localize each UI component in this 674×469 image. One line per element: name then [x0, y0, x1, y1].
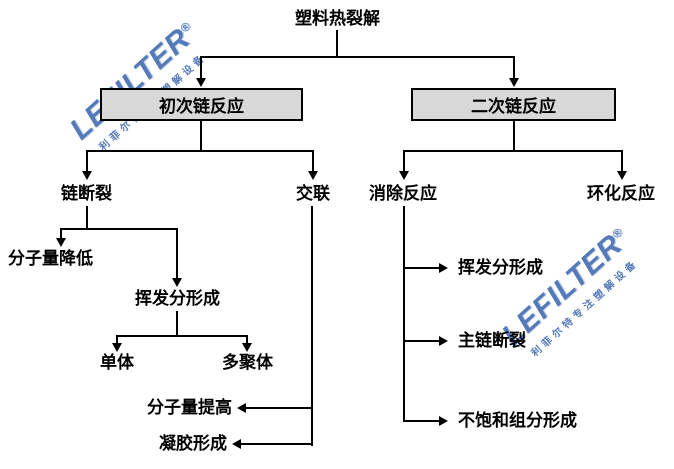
connector-chain-scission-split [60, 228, 178, 230]
connector-to-monomer [116, 335, 118, 345]
node-main-chain-scission: 主链断裂 [458, 331, 526, 350]
connector-to-main-chain-scission [403, 340, 439, 342]
connector-crosslinking-down [311, 206, 313, 446]
connector-to-oligomer [246, 335, 248, 345]
node-mw-decrease: 分子量降低 [8, 249, 93, 268]
arrowhead-volatile-formation [172, 278, 182, 287]
arrowhead-unsaturated [439, 416, 448, 426]
node-volatile-formation-right: 挥发分形成 [458, 258, 543, 277]
connector-to-chain-scission [86, 150, 88, 173]
connector-title-down [336, 30, 338, 56]
connector-to-secondary [513, 56, 515, 80]
connector-volatile-down [176, 311, 178, 335]
registered-trademark-icon: ® [177, 18, 195, 36]
node-cyclization: 环化反应 [587, 184, 655, 203]
arrowhead-oligomer [242, 343, 252, 352]
node-elimination: 消除反应 [369, 184, 437, 203]
connector-to-elimination [403, 150, 405, 173]
arrowhead-crosslinking [308, 171, 318, 180]
arrowhead-cyclization [617, 171, 627, 180]
connector-to-primary [200, 56, 202, 80]
connector-primary-split [86, 150, 314, 152]
node-crosslinking: 交联 [296, 184, 330, 203]
arrowhead-primary [196, 78, 206, 87]
arrowhead-elimination [399, 171, 409, 180]
connector-elimination-down [403, 206, 405, 422]
connector-to-crosslinking [312, 150, 314, 173]
node-chain-scission: 链断裂 [61, 184, 112, 203]
connector-chain-scission-down [86, 206, 88, 228]
node-mw-increase: 分子量提高 [147, 398, 232, 417]
connector-to-gel-formation [241, 443, 313, 445]
connector-to-volatile-formation [176, 228, 178, 280]
connector-to-mw-decrease [60, 228, 62, 240]
arrowhead-mw-increase [237, 403, 246, 413]
arrowhead-main-chain-scission [439, 336, 448, 346]
connector-top-split [200, 56, 515, 58]
connector-volatile-split [116, 335, 248, 337]
connector-to-mw-increase [246, 407, 313, 409]
node-oligomer: 多聚体 [222, 353, 273, 372]
node-primary-chain-reaction: 初次链反应 [100, 88, 303, 121]
connector-to-volatile-right [403, 267, 439, 269]
registered-trademark-icon: ® [609, 224, 627, 242]
watermark-right: LEFILTER® 利菲尔特专注塑解设备 [473, 201, 671, 386]
connector-to-cyclization [621, 150, 623, 173]
node-unsaturated-formation: 不饱和组分形成 [458, 411, 577, 430]
connector-to-unsaturated [403, 420, 439, 422]
arrowhead-volatile-right [439, 263, 448, 273]
node-secondary-chain-reaction: 二次链反应 [411, 88, 616, 121]
arrowhead-chain-scission [82, 171, 92, 180]
connector-primary-down [200, 121, 202, 150]
node-gel-formation: 凝胶形成 [159, 434, 227, 453]
connector-secondary-down [513, 121, 515, 150]
watermark-brand-text: LEFILTER [63, 21, 197, 147]
node-volatile-formation-left: 挥发分形成 [135, 289, 220, 308]
connector-secondary-split [403, 150, 623, 152]
arrowhead-secondary [509, 78, 519, 87]
watermark-tagline: 利菲尔特专注塑解设备 [529, 257, 642, 360]
arrowhead-gel-formation [232, 439, 241, 449]
arrowhead-mw-decrease [56, 238, 66, 247]
arrowhead-monomer [112, 343, 122, 352]
node-monomer: 单体 [100, 353, 134, 372]
node-title: 塑料热裂解 [295, 9, 380, 28]
watermark-brand: LEFILTER® [64, 15, 205, 147]
